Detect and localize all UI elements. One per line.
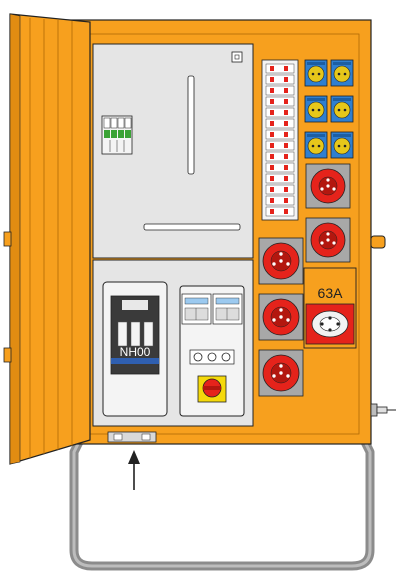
cee-63a-socket: 63A [303,267,357,349]
cee-socket-icon [258,349,304,397]
stand-frame [69,429,375,571]
schuko-socket-icon [304,95,328,123]
mcb-rows [265,63,295,217]
schuko-socket-icon [330,59,354,87]
surge-protector-icon [101,115,133,155]
schuko-sockets [304,59,354,159]
schuko-socket-icon [330,95,354,123]
indicator-lamps [189,349,235,365]
cee-socket-icon [258,293,304,341]
rcd-breaker-icon [179,285,245,417]
open-door [3,13,91,465]
fuse-label: NH00 [120,345,151,359]
socket-rating-label: 63A [318,285,344,301]
schuko-socket-icon [304,59,328,87]
cable-gland-icon [370,403,396,417]
nh00-fuse-switch: NH00 [102,281,168,417]
meter-panel [92,43,254,259]
rotary-switch-icon [197,375,227,403]
cee-socket-icon [305,163,351,209]
schuko-socket-icon [304,131,328,159]
cee-socket-icon [258,237,304,285]
distribution-panel: NH00 [92,259,254,427]
cable-entry-plate [107,431,157,443]
schuko-socket-icon [330,131,354,159]
cee-socket-icon [305,217,351,263]
arrow-up-icon [128,450,140,490]
mcb-stack [261,59,299,221]
